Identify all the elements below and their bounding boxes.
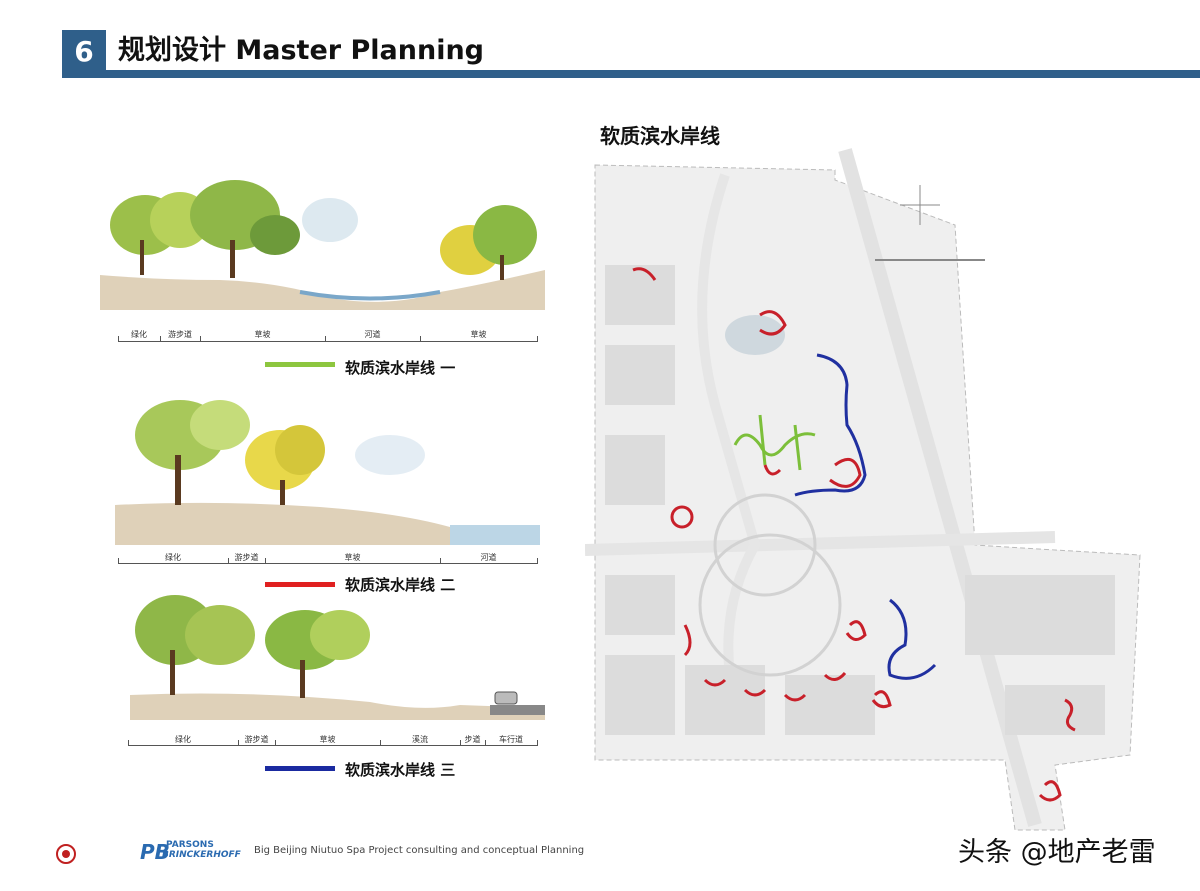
section-illustration-2 <box>115 400 540 545</box>
map-title: 软质滨水岸线 <box>600 124 720 148</box>
section-label: 草坡 <box>470 330 487 339</box>
section-illustration-3 <box>130 595 545 720</box>
legend-line-red <box>265 582 335 587</box>
pb-logo-line1: PARSONS <box>166 840 214 850</box>
legend-label: 软质滨水岸线 一 <box>345 359 456 377</box>
section-label: 河道 <box>480 553 497 562</box>
client-logo-icon <box>56 844 76 864</box>
section-label: 草坡 <box>344 553 361 562</box>
section-illustration-1 <box>100 180 545 310</box>
section-label: 游步道 <box>168 330 192 339</box>
section-label: 车行道 <box>499 735 523 744</box>
section-label: 游步道 <box>234 553 259 562</box>
legend-line-green <box>265 362 335 367</box>
watermark: 头条 @地产老雷 <box>958 837 1156 868</box>
section-label: 步道 <box>464 735 481 744</box>
legend-line-blue <box>265 766 335 771</box>
section-label: 草坡 <box>319 735 336 744</box>
section-label: 绿化 <box>165 553 181 562</box>
master-plan-map <box>585 148 1141 831</box>
section-label: 绿化 <box>131 330 147 339</box>
section-label: 草坡 <box>254 330 271 339</box>
legend-label: 软质滨水岸线 二 <box>345 576 456 594</box>
pb-logo-line2: BRINCKERHOFF <box>162 850 241 860</box>
section-label: 绿化 <box>175 735 191 744</box>
pb-logo-mark: PB <box>140 840 170 864</box>
footer-project-text: Big Beijing Niutuo Spa Project consultin… <box>254 845 585 856</box>
header-rule-left <box>62 72 106 78</box>
section-label: 溪流 <box>412 735 428 744</box>
header-rule <box>106 70 1200 78</box>
section-label: 游步道 <box>244 735 269 744</box>
section-label: 河道 <box>364 330 381 339</box>
section-number: 6 <box>62 30 106 72</box>
legend-label: 软质滨水岸线 三 <box>345 761 456 779</box>
page-title: 规划设计 Master Planning <box>118 35 485 66</box>
